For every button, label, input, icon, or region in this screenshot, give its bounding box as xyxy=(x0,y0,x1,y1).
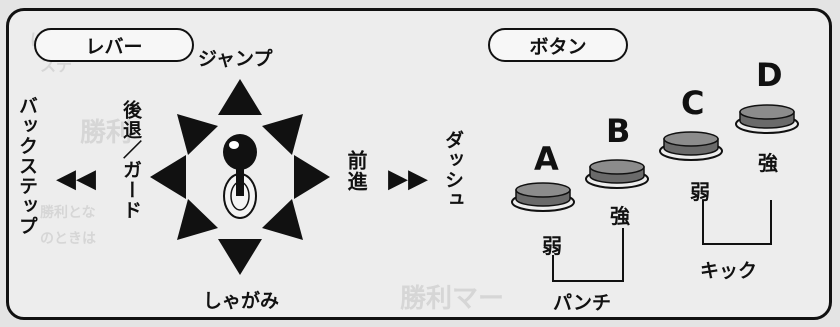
dash-arrow-icon: ▶▶ xyxy=(388,164,428,194)
lever-section-header: レバー xyxy=(34,28,194,62)
crouch-label: しゃがみ xyxy=(203,290,280,312)
ghost-text-line4: のときは xyxy=(40,231,96,247)
buttons-section-header: ボタン xyxy=(488,28,628,62)
ghost-text-line3: 勝利とな xyxy=(40,205,96,221)
backstep-arrow-icon: ◀◀ xyxy=(56,164,96,194)
button-a[interactable] xyxy=(511,182,575,212)
down-back-direction-arrow xyxy=(177,199,218,240)
button-c-strength: 弱 xyxy=(690,180,710,204)
up-back-direction-arrow xyxy=(177,114,218,155)
punch-bracket xyxy=(552,228,624,282)
button-d[interactable] xyxy=(735,104,799,134)
button-d-letter: D xyxy=(756,56,783,94)
forward-label: 前進 xyxy=(344,150,368,192)
button-a-letter: A xyxy=(534,140,559,178)
kick-label: キック xyxy=(700,260,758,282)
button-c-letter: C xyxy=(681,84,705,122)
jump-direction-arrow xyxy=(218,79,262,115)
ghost-text-word2: 勝利マー xyxy=(400,284,505,314)
button-b-strength: 強 xyxy=(610,204,630,228)
dash-label: ダッシュ xyxy=(442,130,464,210)
joystick-shaft xyxy=(236,158,244,196)
button-c[interactable] xyxy=(659,131,723,161)
back-direction-arrow xyxy=(150,155,186,199)
up-forward-direction-arrow xyxy=(262,114,303,155)
button-a-strength: 弱 xyxy=(542,234,562,258)
down-forward-direction-arrow xyxy=(262,199,303,240)
jump-label: ジャンプ xyxy=(198,48,273,70)
crouch-direction-arrow xyxy=(218,239,262,275)
joystick-ball xyxy=(223,134,257,170)
button-b-letter: B xyxy=(606,112,631,150)
punch-label: パンチ xyxy=(553,292,611,314)
kick-bracket xyxy=(702,200,772,245)
ghost-text-word1: 勝利 xyxy=(80,118,133,148)
button-d-strength: 強 xyxy=(758,151,778,175)
backstep-label: バックステップ xyxy=(16,96,38,236)
forward-direction-arrow xyxy=(294,155,330,199)
button-b[interactable] xyxy=(585,159,649,189)
back-guard-label: 後退／ガード xyxy=(120,100,142,220)
